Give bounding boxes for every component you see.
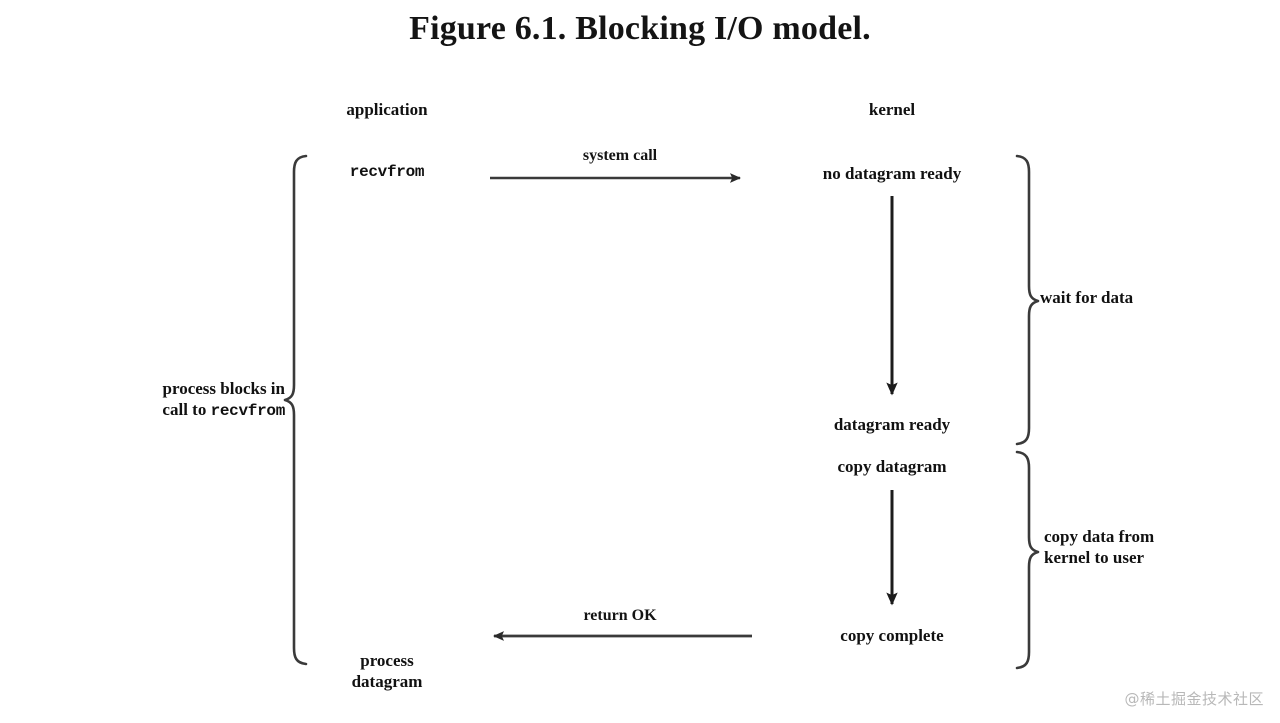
figure-title: Figure 6.1. Blocking I/O model. xyxy=(409,10,871,47)
brace-label-copy-data: copy data from kernel to user xyxy=(1044,526,1154,569)
edge-label-return-ok: return OK xyxy=(583,607,657,624)
node-no-datagram-ready: no datagram ready xyxy=(822,164,962,183)
node-datagram-ready: datagram ready xyxy=(833,415,951,434)
brace-label-wait-for-data: wait for data xyxy=(1040,288,1134,307)
node-copy-complete: copy complete xyxy=(840,626,944,645)
node-process-datagram-line1: process xyxy=(360,651,414,670)
node-process-datagram: process datagram xyxy=(287,650,487,693)
brace-label-process-blocks: process blocks in call to recvfrom xyxy=(80,378,285,421)
brace-label-copy-data-line2: kernel to user xyxy=(1044,548,1145,568)
brace-wait-for-data xyxy=(1015,154,1040,446)
brace-label-process-blocks-line2: call to recvfrom xyxy=(80,399,285,421)
node-process-datagram-line2: datagram xyxy=(351,672,423,692)
edge-label-system-call: system call xyxy=(582,147,658,164)
node-copy-datagram: copy datagram xyxy=(837,457,947,476)
brace-label-process-blocks-line1: process blocks in xyxy=(162,379,286,398)
brace-process-blocks xyxy=(283,154,308,666)
column-header-application: application xyxy=(346,100,428,119)
brace-copy-data xyxy=(1015,450,1040,670)
column-header-kernel: kernel xyxy=(868,100,916,119)
brace-label-call-to-text: call to xyxy=(162,400,211,420)
watermark: @稀土掘金技术社区 xyxy=(1124,690,1264,708)
brace-label-recvfrom-mono: recvfrom xyxy=(210,402,286,421)
brace-label-copy-data-line1: copy data from xyxy=(1044,527,1155,546)
node-recvfrom: recvfrom xyxy=(349,163,425,181)
